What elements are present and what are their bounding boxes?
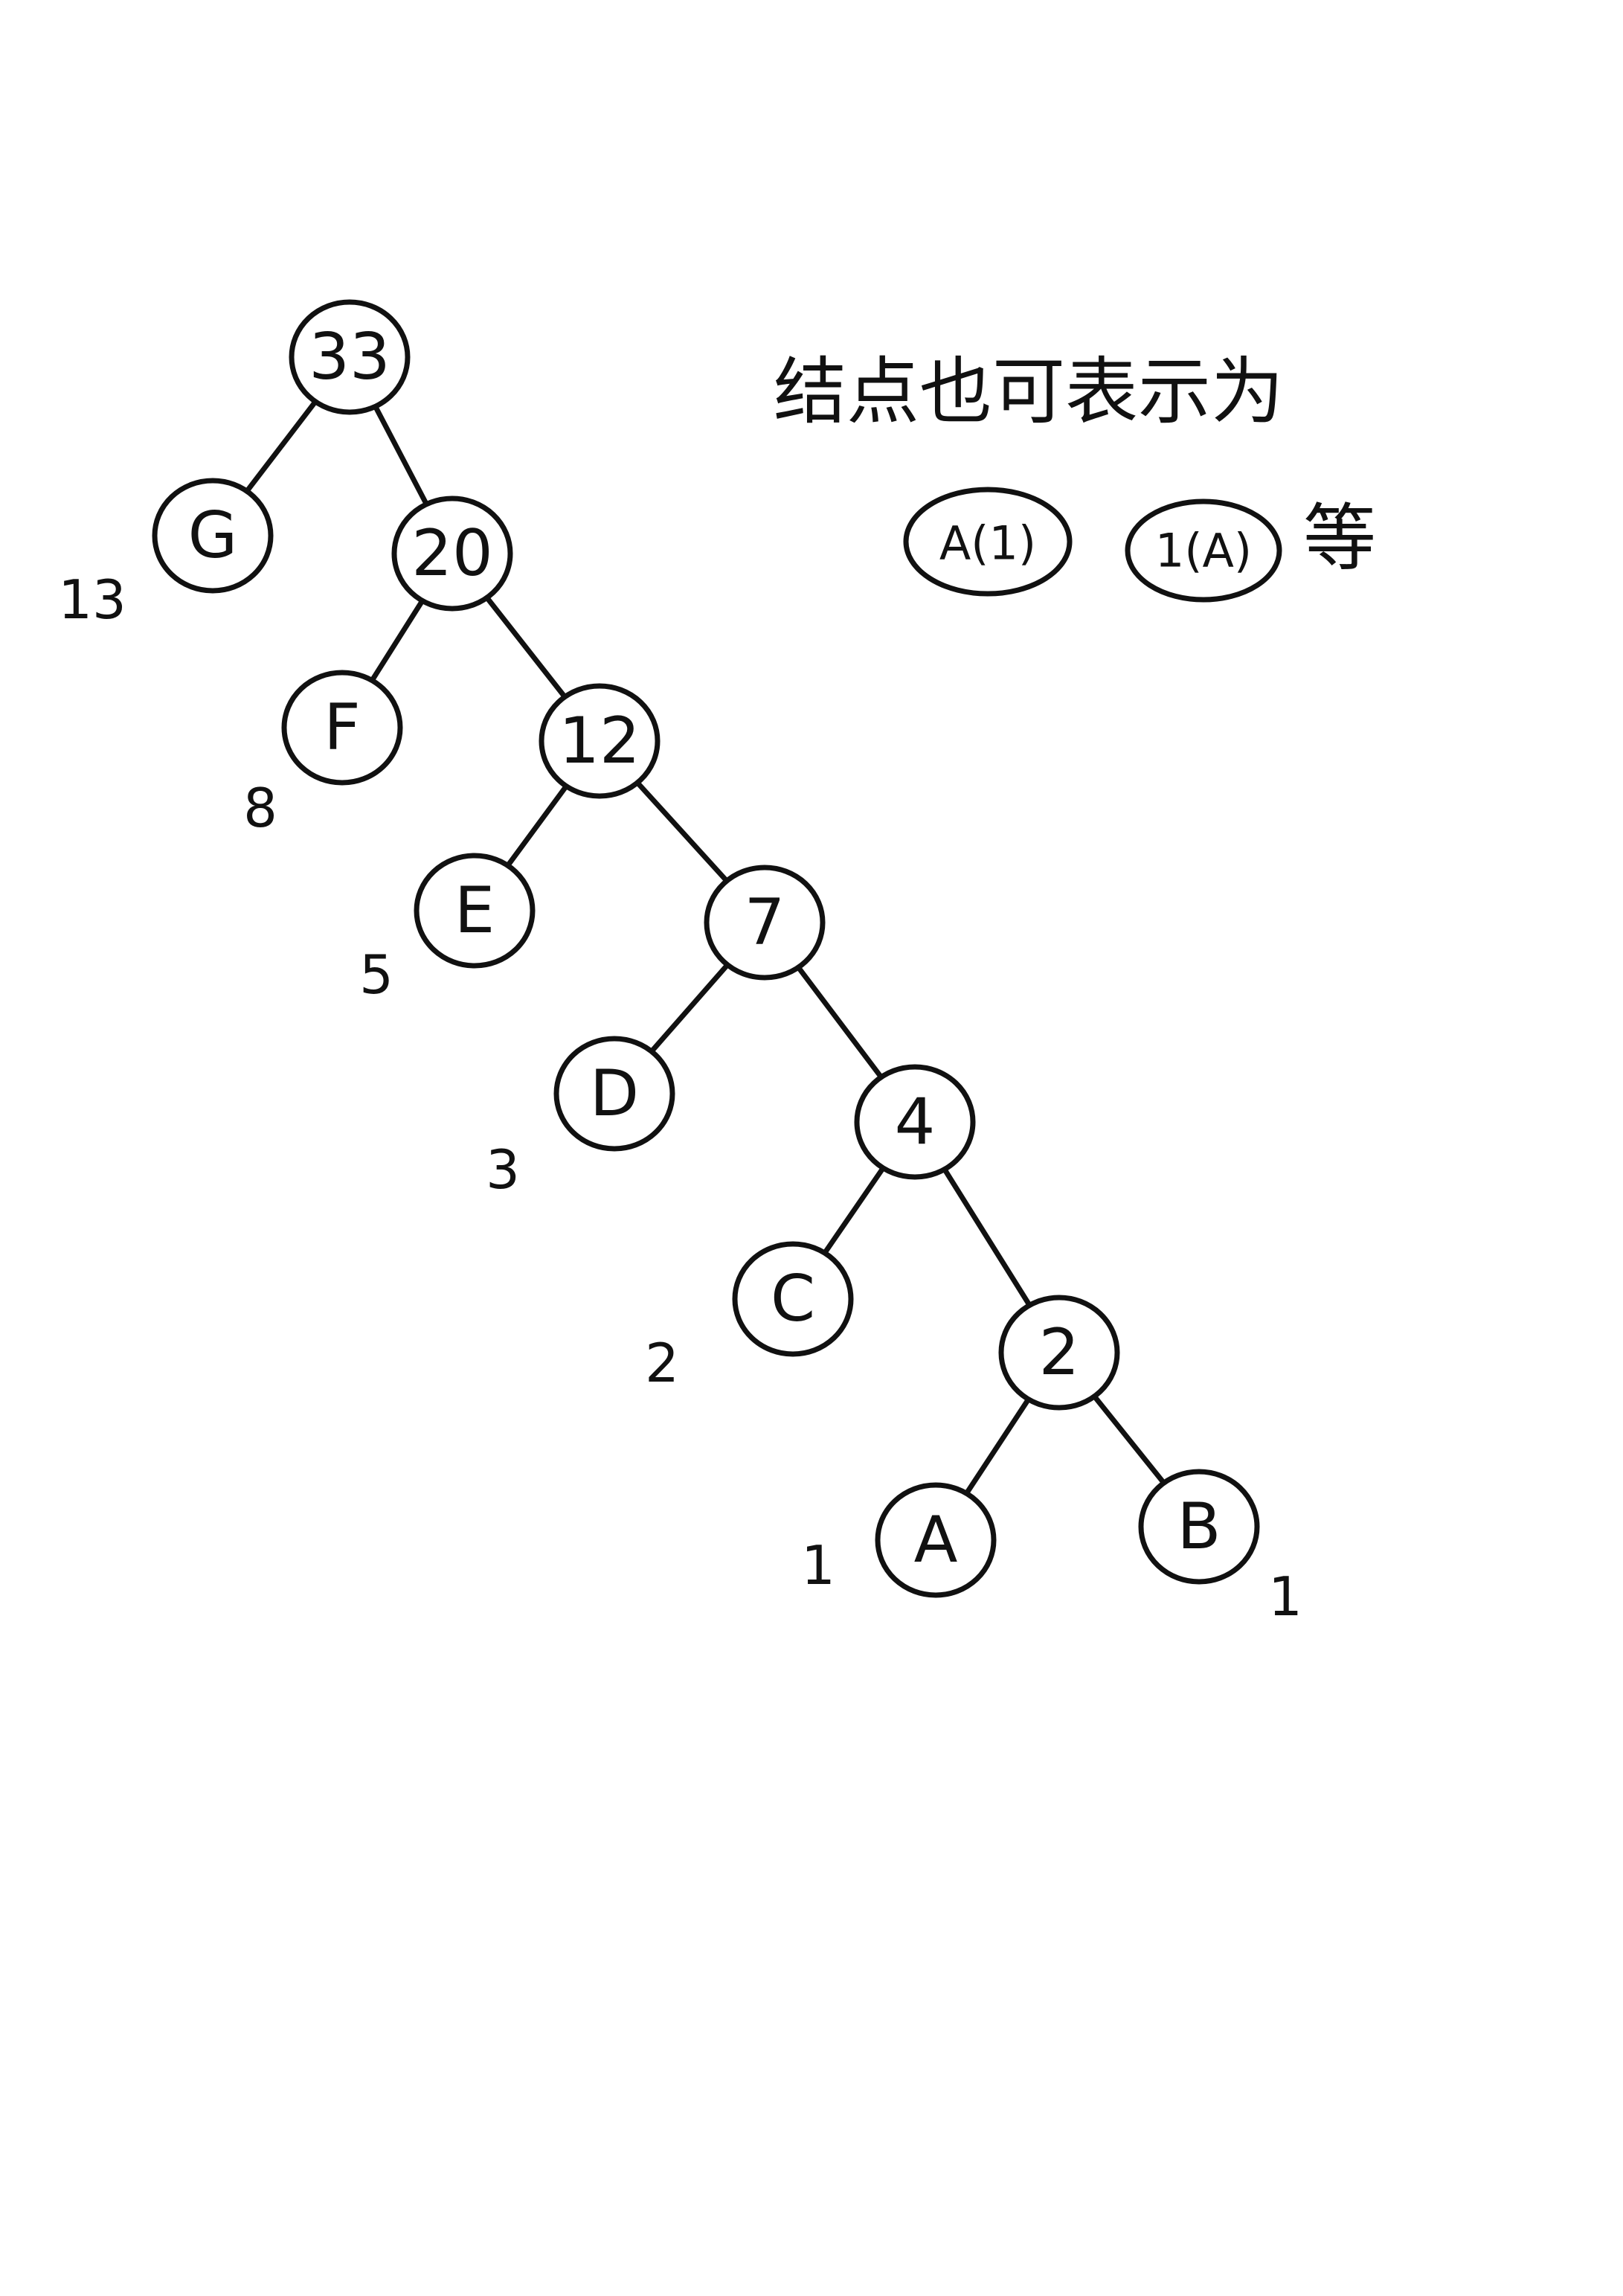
leaf-weight-nD: 3 (486, 1138, 520, 1201)
tree-node-n12 (539, 683, 661, 799)
note-group: 结点也可表示为 A(1) 1(A) 等 (774, 350, 1376, 603)
tree-node-label-n2: 2 (1039, 1315, 1080, 1390)
tree-edge-n33-nG (245, 400, 317, 493)
tree-edge-n2-nA (965, 1398, 1030, 1495)
tree-node-label-nA: A (914, 1503, 958, 1577)
tree-node-label-n12: 12 (559, 704, 640, 778)
leaf-weight-nG: 13 (58, 568, 126, 631)
leaf-weight-nF: 8 (243, 777, 277, 839)
tree-edges (245, 400, 1166, 1495)
tree-edge-n2-nB (1093, 1395, 1166, 1484)
tree-node-label-n20: 20 (411, 516, 492, 591)
note-suffix: 等 (1303, 496, 1376, 581)
tree-node-label-n4: 4 (895, 1085, 936, 1159)
tree-edge-n12-n7 (636, 781, 728, 882)
tree-node-label-nD: D (590, 1056, 639, 1131)
leaf-weights: 13 8 5 3 2 1 1 (58, 568, 1302, 1628)
tree-node-nC (732, 1241, 854, 1357)
tree-edge-n20-n12 (485, 596, 567, 699)
tree-node-n7 (704, 865, 826, 981)
tree-edge-n7-n4 (797, 966, 883, 1079)
tree-node-n33 (289, 299, 411, 415)
tree-node-nA (875, 1482, 997, 1598)
tree-node-n4 (854, 1064, 976, 1180)
legend-node-label-1: A(1) (939, 516, 1036, 571)
tree-edge-n12-nE (506, 785, 568, 867)
tree-node-label-nF: F (324, 690, 360, 765)
tree-edge-n7-nD (650, 963, 729, 1053)
tree-node-label-n7: 7 (745, 885, 785, 960)
tree-node-label-nC: C (771, 1262, 815, 1336)
leaf-weight-nA: 1 (801, 1534, 835, 1597)
tree-node-nG (152, 478, 274, 594)
legend-node-example-1 (903, 487, 1073, 597)
leaf-weight-nE: 5 (359, 943, 393, 1006)
tree-edge-n20-nF (370, 600, 424, 682)
tree-node-label-n33: 33 (309, 320, 390, 394)
tree-edge-n4-nC (823, 1167, 885, 1254)
tree-node-label-nG: G (188, 498, 238, 573)
legend-node-example-2 (1125, 498, 1282, 603)
note-text: 结点也可表示为 (774, 350, 1284, 434)
tree-node-n2 (998, 1295, 1120, 1411)
tree-node-nB (1138, 1469, 1260, 1585)
tree-node-nD (553, 1036, 675, 1152)
tree-edge-n33-n20 (373, 405, 428, 505)
tree-node-label-nB: B (1177, 1489, 1221, 1564)
leaf-weight-nB: 1 (1268, 1565, 1302, 1628)
leaf-weight-nC: 2 (645, 1332, 679, 1394)
tree-node-nF (281, 670, 403, 786)
tree-edge-n4-n2 (942, 1168, 1032, 1306)
tree-node-nE (414, 853, 536, 969)
legend-node-label-2: 1(A) (1155, 524, 1252, 578)
tree-node-label-nE: E (454, 873, 495, 948)
tree-node-n20 (391, 496, 513, 612)
